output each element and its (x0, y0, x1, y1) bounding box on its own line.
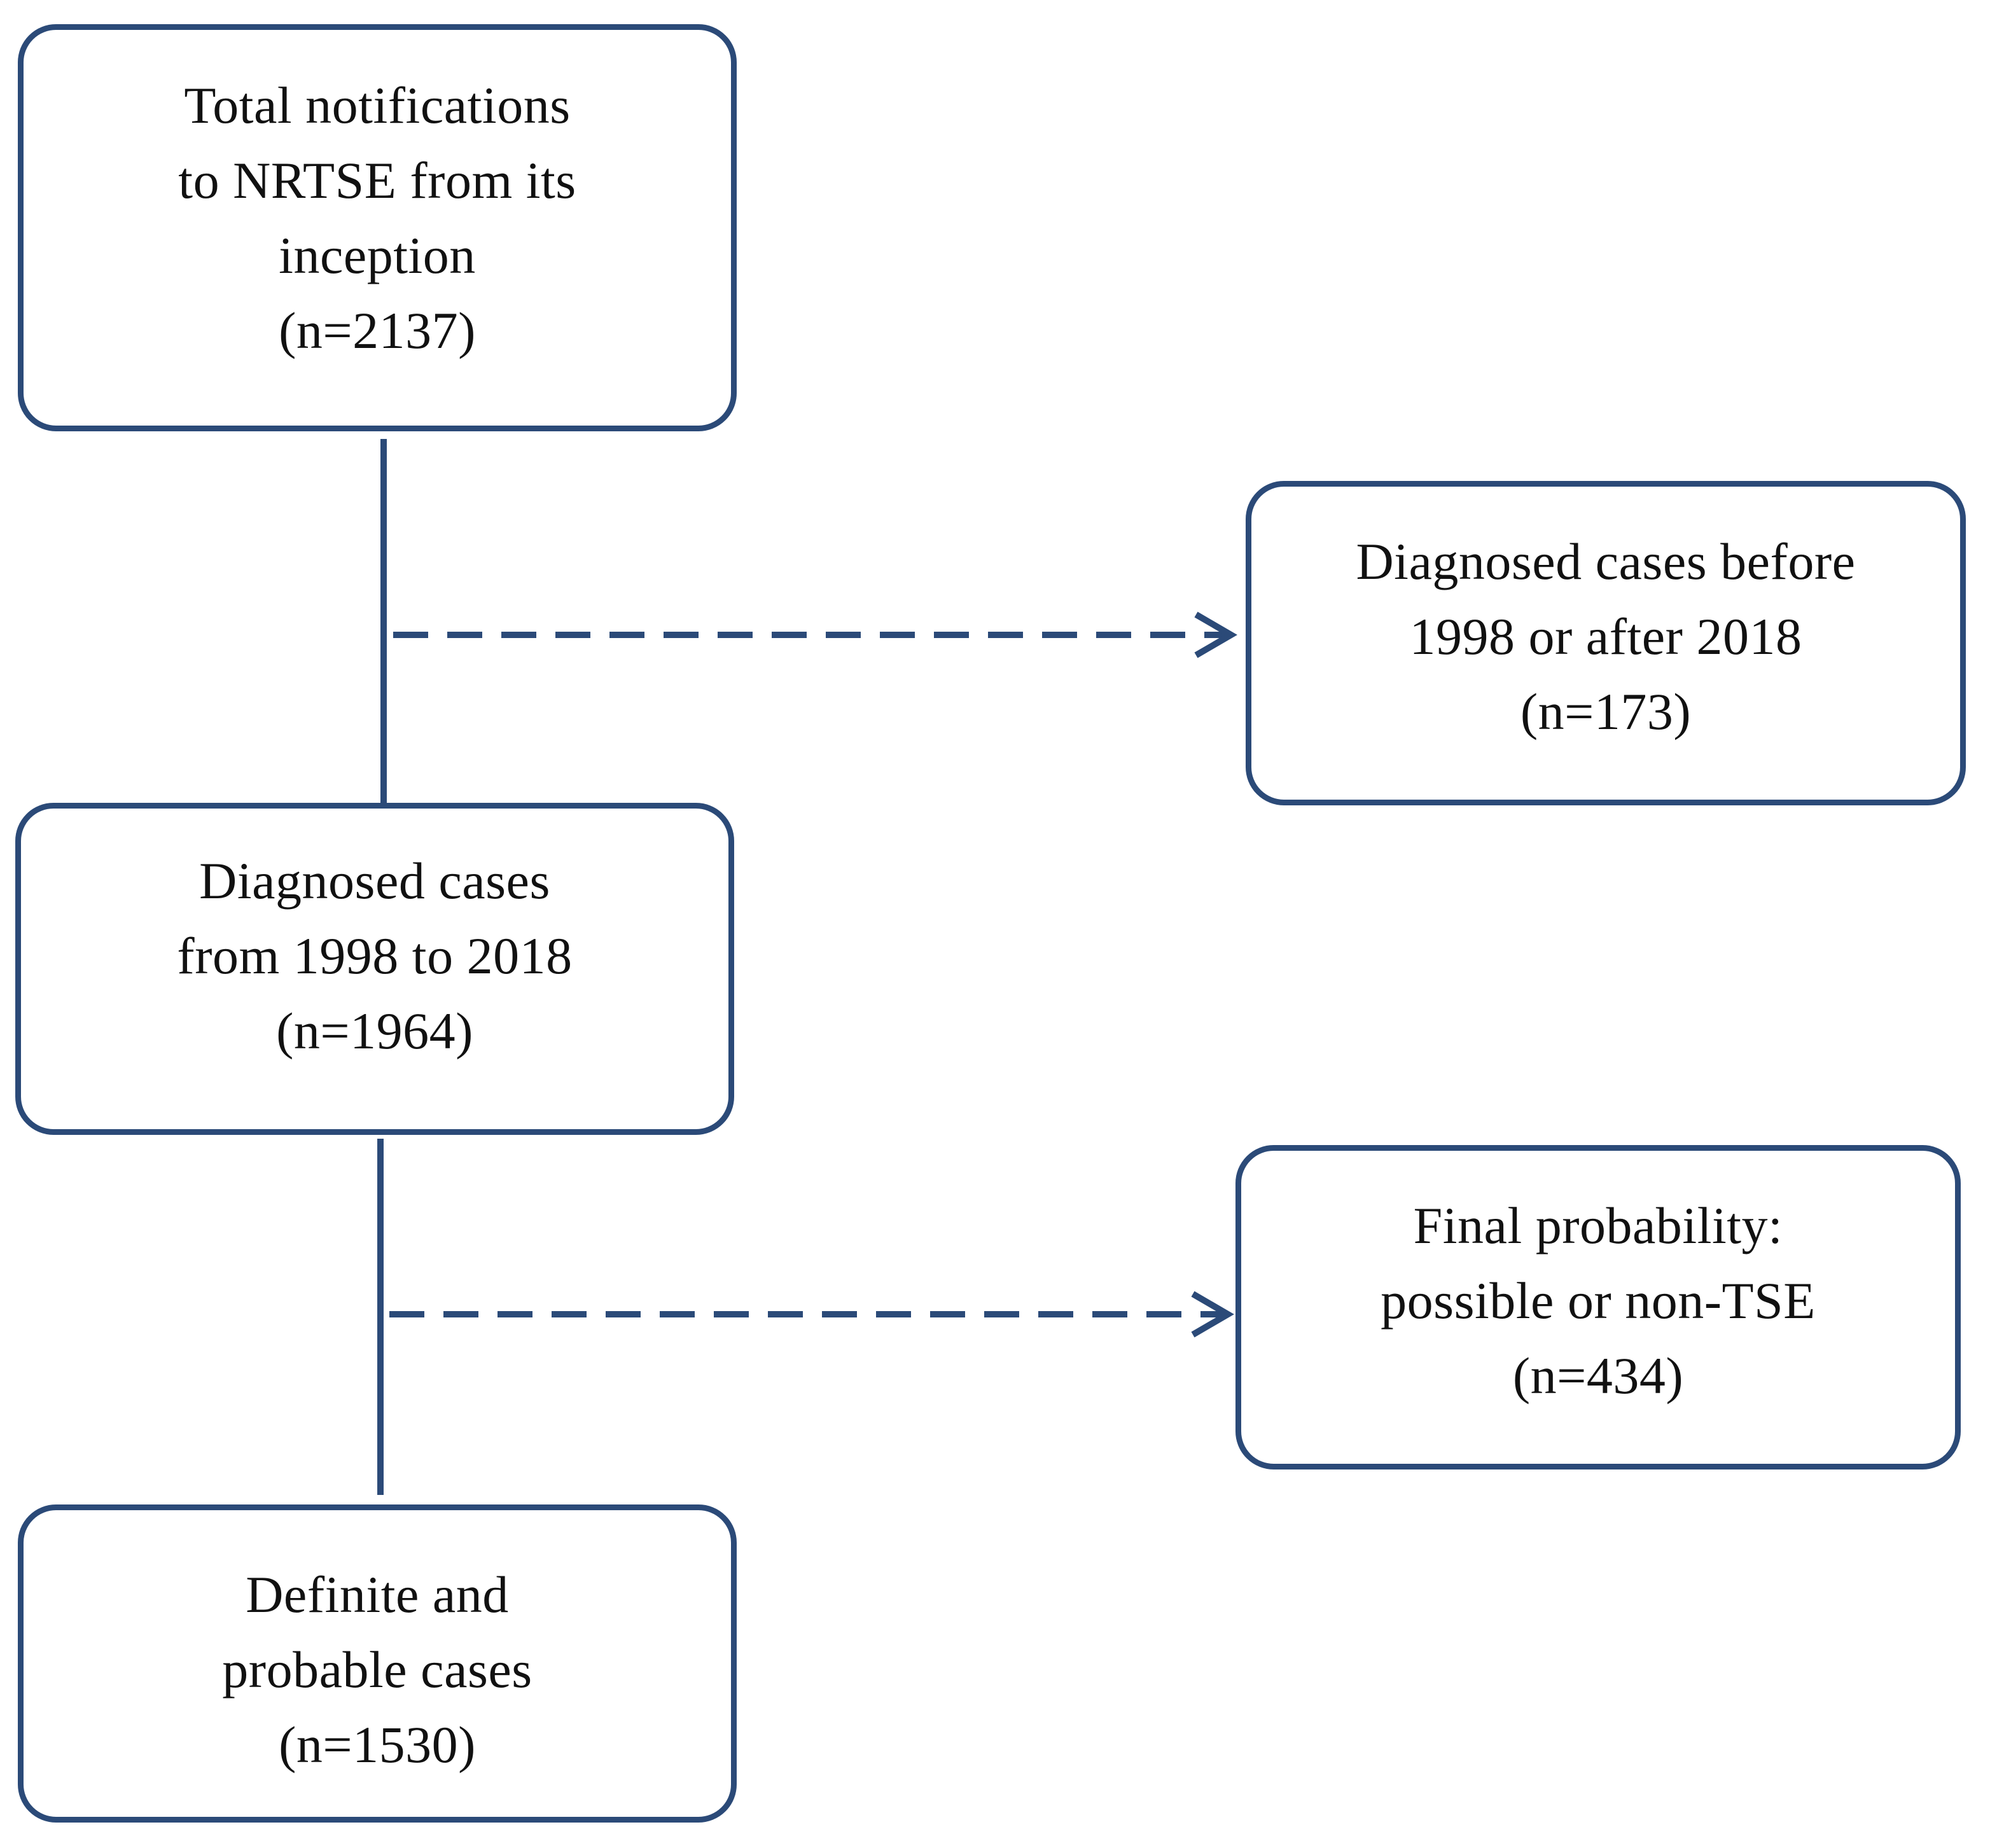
box-excluded-probability: Final probability: possible or non-TSE (… (1235, 1145, 1961, 1469)
box-line: Final probability: (1413, 1197, 1783, 1254)
box-count: (n=2137) (279, 302, 476, 359)
box-count: (n=1530) (279, 1716, 476, 1774)
box-line: Definite and (246, 1566, 509, 1623)
box-excluded-probability-text: Final probability: possible or non-TSE (… (1381, 1188, 1816, 1426)
arrowhead-excluded-probability (1191, 1291, 1234, 1338)
box-excluded-dates: Diagnosed cases before 1998 or after 201… (1246, 481, 1966, 805)
box-line: probable cases (222, 1641, 532, 1699)
box-excluded-dates-text: Diagnosed cases before 1998 or after 201… (1356, 524, 1855, 762)
box-line: to NRTSE from its (178, 151, 576, 209)
box-diagnosed-cases-text: Diagnosed cases from 1998 to 2018 (n=196… (177, 844, 572, 1094)
box-total-notifications-text: Total notifications to NRTSE from its in… (178, 68, 576, 387)
box-diagnosed-cases: Diagnosed cases from 1998 to 2018 (n=196… (15, 803, 734, 1135)
box-line: Total notifications (184, 76, 571, 134)
box-count: (n=173) (1520, 683, 1692, 740)
box-line: 1998 or after 2018 (1409, 608, 1802, 665)
box-total-notifications: Total notifications to NRTSE from its in… (18, 24, 737, 431)
box-line: Diagnosed cases before (1356, 532, 1856, 590)
box-count: (n=434) (1512, 1347, 1684, 1405)
arrowhead-excluded-dates (1194, 611, 1237, 658)
box-line: from 1998 to 2018 (177, 927, 573, 985)
box-line: inception (279, 226, 476, 284)
box-count: (n=1964) (276, 1002, 473, 1060)
box-line: possible or non-TSE (1381, 1272, 1816, 1330)
box-definite-probable: Definite and probable cases (n=1530) (18, 1504, 737, 1823)
box-definite-probable-text: Definite and probable cases (n=1530) (222, 1545, 532, 1782)
box-line: Diagnosed cases (199, 852, 550, 910)
